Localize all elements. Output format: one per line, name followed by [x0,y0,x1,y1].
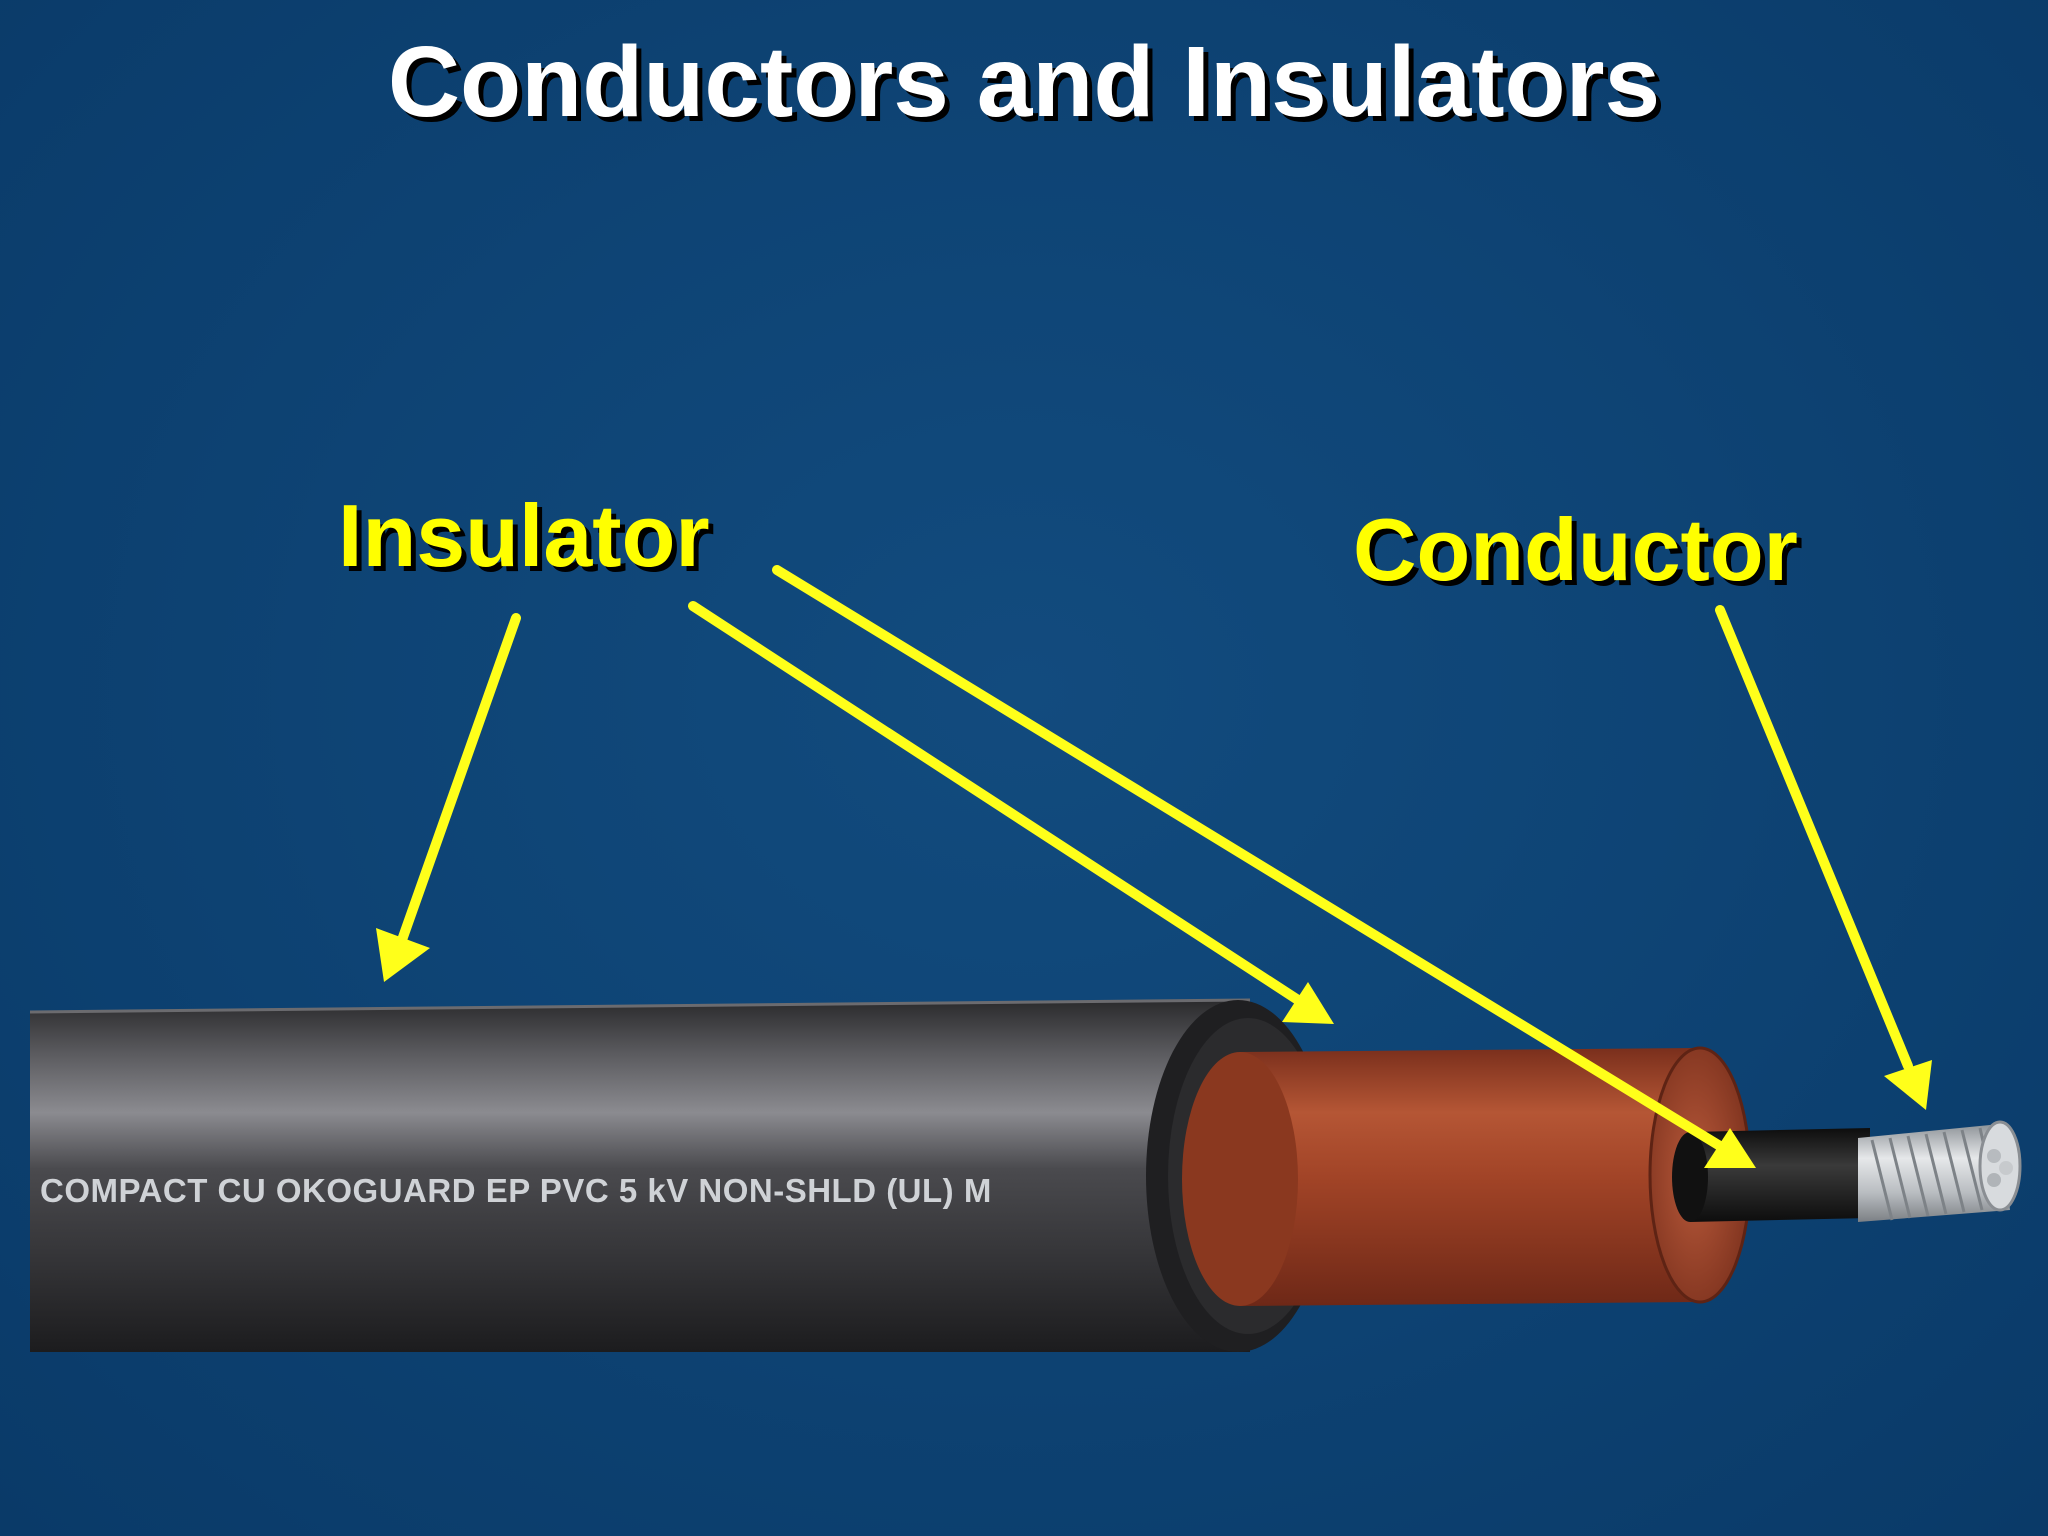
cable-print-text: COMPACT CU OKOGUARD EP PVC 5 kV NON-SHLD… [40,1172,992,1209]
cable-insulation [1182,1046,1752,1306]
conductor-label: Conductor [1353,500,1798,599]
insulator-label: Insulator [338,486,710,585]
insulator-arrow-insulation [688,601,1334,1024]
cable-core [1672,1128,1870,1222]
conductor-strands [1858,1120,2022,1222]
insulator-arrow-core [772,565,1756,1168]
insulator-arrow-jacket [376,613,521,982]
slide-title: Conductors and Insulators [387,26,1661,138]
conductor-arrow [1715,605,1932,1110]
